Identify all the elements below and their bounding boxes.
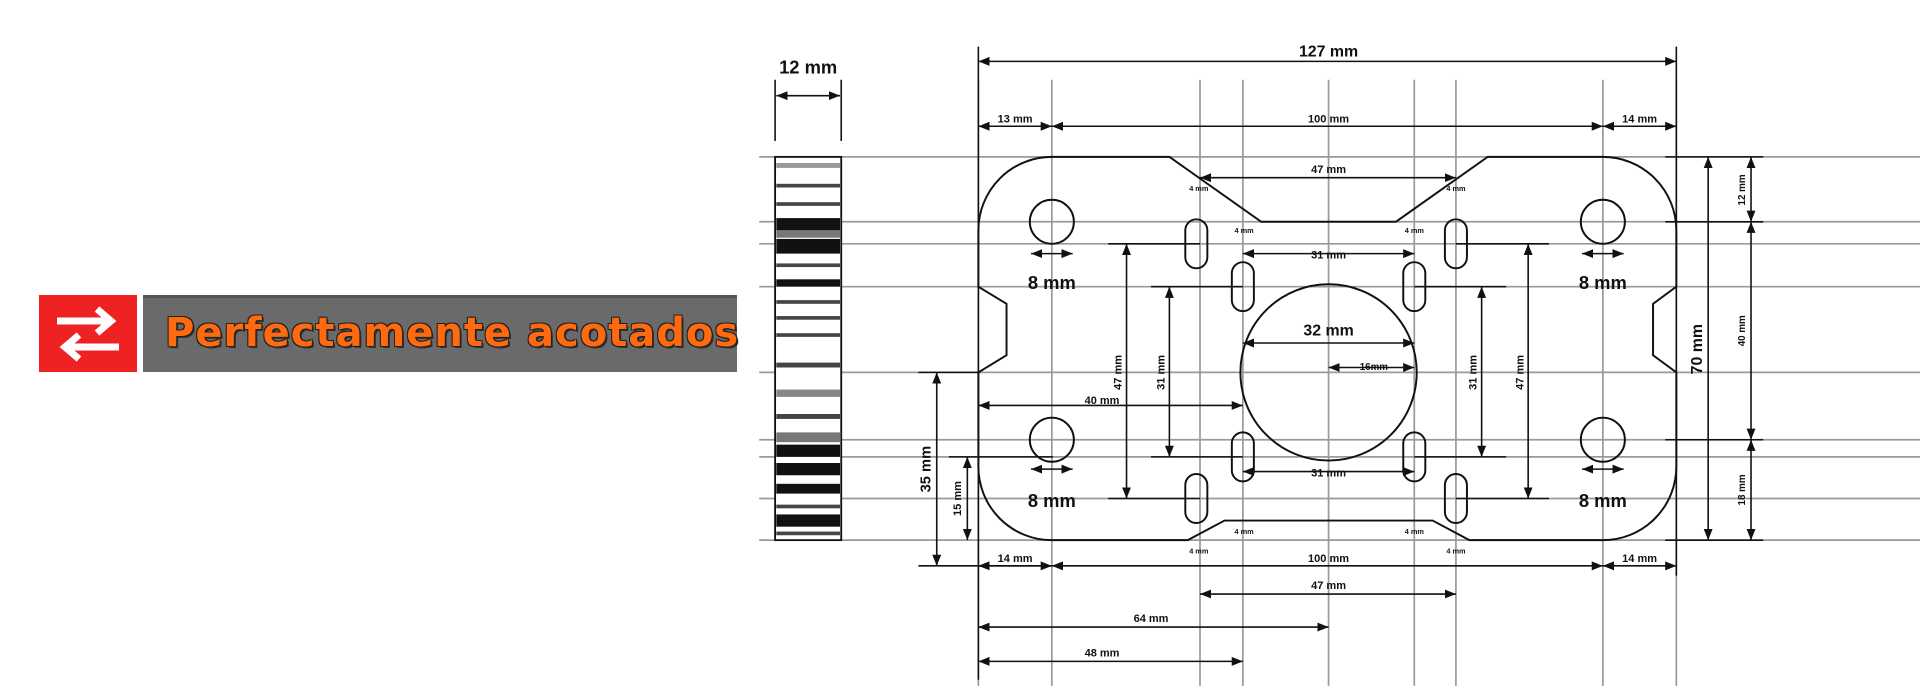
center-hole <box>1239 283 1418 462</box>
mounting-hole <box>1579 198 1626 245</box>
side-view-stripe <box>776 333 840 337</box>
side-view-body <box>774 155 843 542</box>
dimension-label: 12 mm <box>779 57 837 78</box>
side-view-stripe <box>776 238 840 254</box>
dimension-label: 70 mm <box>1689 324 1706 374</box>
dimension-label: 13 mm <box>998 114 1033 126</box>
plate-outline <box>977 155 1678 542</box>
dimension-label: 31 mm <box>1311 250 1346 262</box>
side-view-stripe <box>776 218 840 231</box>
mounting-hole <box>1028 198 1075 245</box>
side-view-stripe <box>776 414 840 419</box>
dimension-label: 35 mm <box>919 446 935 493</box>
dimension-labels: 12 mm 127 mm 13 mm 100 mm 14 mm 47 mm 8 mm 8 mm… <box>779 43 1748 659</box>
side-view-stripe <box>776 300 840 304</box>
banner-title: Perfectamente acotados <box>165 310 740 356</box>
side-view-stripe <box>776 202 840 206</box>
dimension-label: 47 mm <box>1311 164 1346 176</box>
dimension-label: 8 mm <box>1028 272 1076 293</box>
side-view-stripe <box>776 163 840 168</box>
dimension-label: 18 mm <box>1737 474 1748 505</box>
dimension-label: 15 mm <box>952 481 964 516</box>
side-view-stripe <box>776 514 840 527</box>
dimension-label: 40 mm <box>1737 315 1748 346</box>
dimension-label: 16mm <box>1360 362 1389 373</box>
dimension-label: 8 mm <box>1579 272 1627 293</box>
side-view-stripe <box>776 316 840 320</box>
side-view-stripe <box>776 279 840 287</box>
side-view <box>774 79 843 542</box>
side-view-stripe <box>776 432 840 443</box>
dimension-label: 31 mm <box>1311 467 1346 479</box>
dimension-label: 48 mm <box>1085 647 1120 659</box>
dimension-label: 4 mm <box>1405 226 1425 235</box>
dimension-label: 31 mm <box>1468 355 1480 390</box>
side-view-stripe <box>776 504 840 509</box>
dimension-label: 4 mm <box>1235 527 1255 536</box>
dimension-label: 14 mm <box>1622 553 1657 565</box>
banner: Perfectamente acotados <box>143 295 740 372</box>
dimension-label: 127 mm <box>1299 43 1358 60</box>
dimension-label: 8 mm <box>1579 490 1627 511</box>
dimension-label: 8 mm <box>1028 490 1076 511</box>
dimension-label: 100 mm <box>1308 553 1349 565</box>
side-view-stripe <box>776 263 840 268</box>
side-view-stripe <box>776 183 840 188</box>
side-view-stripe <box>776 362 840 368</box>
mounting-hole <box>1579 416 1626 463</box>
swap-arrows-icon <box>39 295 137 372</box>
dimension-label: 4 mm <box>1189 184 1209 193</box>
side-view-stripe <box>776 389 840 397</box>
side-view-stripe <box>776 463 840 476</box>
mounting-hole <box>1028 416 1075 463</box>
dimension-label: 100 mm <box>1308 114 1349 126</box>
side-view-stripe <box>776 531 840 536</box>
dimension-label: 4 mm <box>1235 226 1255 235</box>
dimension-label: 14 mm <box>998 553 1033 565</box>
dimension-label: 47 mm <box>1113 355 1125 390</box>
dimension-label: 31 mm <box>1155 355 1167 390</box>
dimension-label: 64 mm <box>1134 613 1169 625</box>
dimension-label: 4 mm <box>1405 527 1425 536</box>
dimension-label: 4 mm <box>1189 547 1209 556</box>
dimension-label: 14 mm <box>1622 114 1657 126</box>
dimension-label: 32 mm <box>1303 323 1353 340</box>
dimension-label: 47 mm <box>1514 355 1526 390</box>
dimension-label: 4 mm <box>1446 184 1466 193</box>
dimension-label: 12 mm <box>1737 174 1748 205</box>
side-view-stripe <box>776 444 840 457</box>
dimension-lines <box>918 46 1764 680</box>
dimension-label: 47 mm <box>1311 580 1346 592</box>
side-view-stripe <box>776 230 840 238</box>
side-view-stripe <box>776 483 840 494</box>
dimension-label: 40 mm <box>1085 395 1120 407</box>
plate-outline <box>977 155 1678 542</box>
dimension-label: 4 mm <box>1446 547 1466 556</box>
